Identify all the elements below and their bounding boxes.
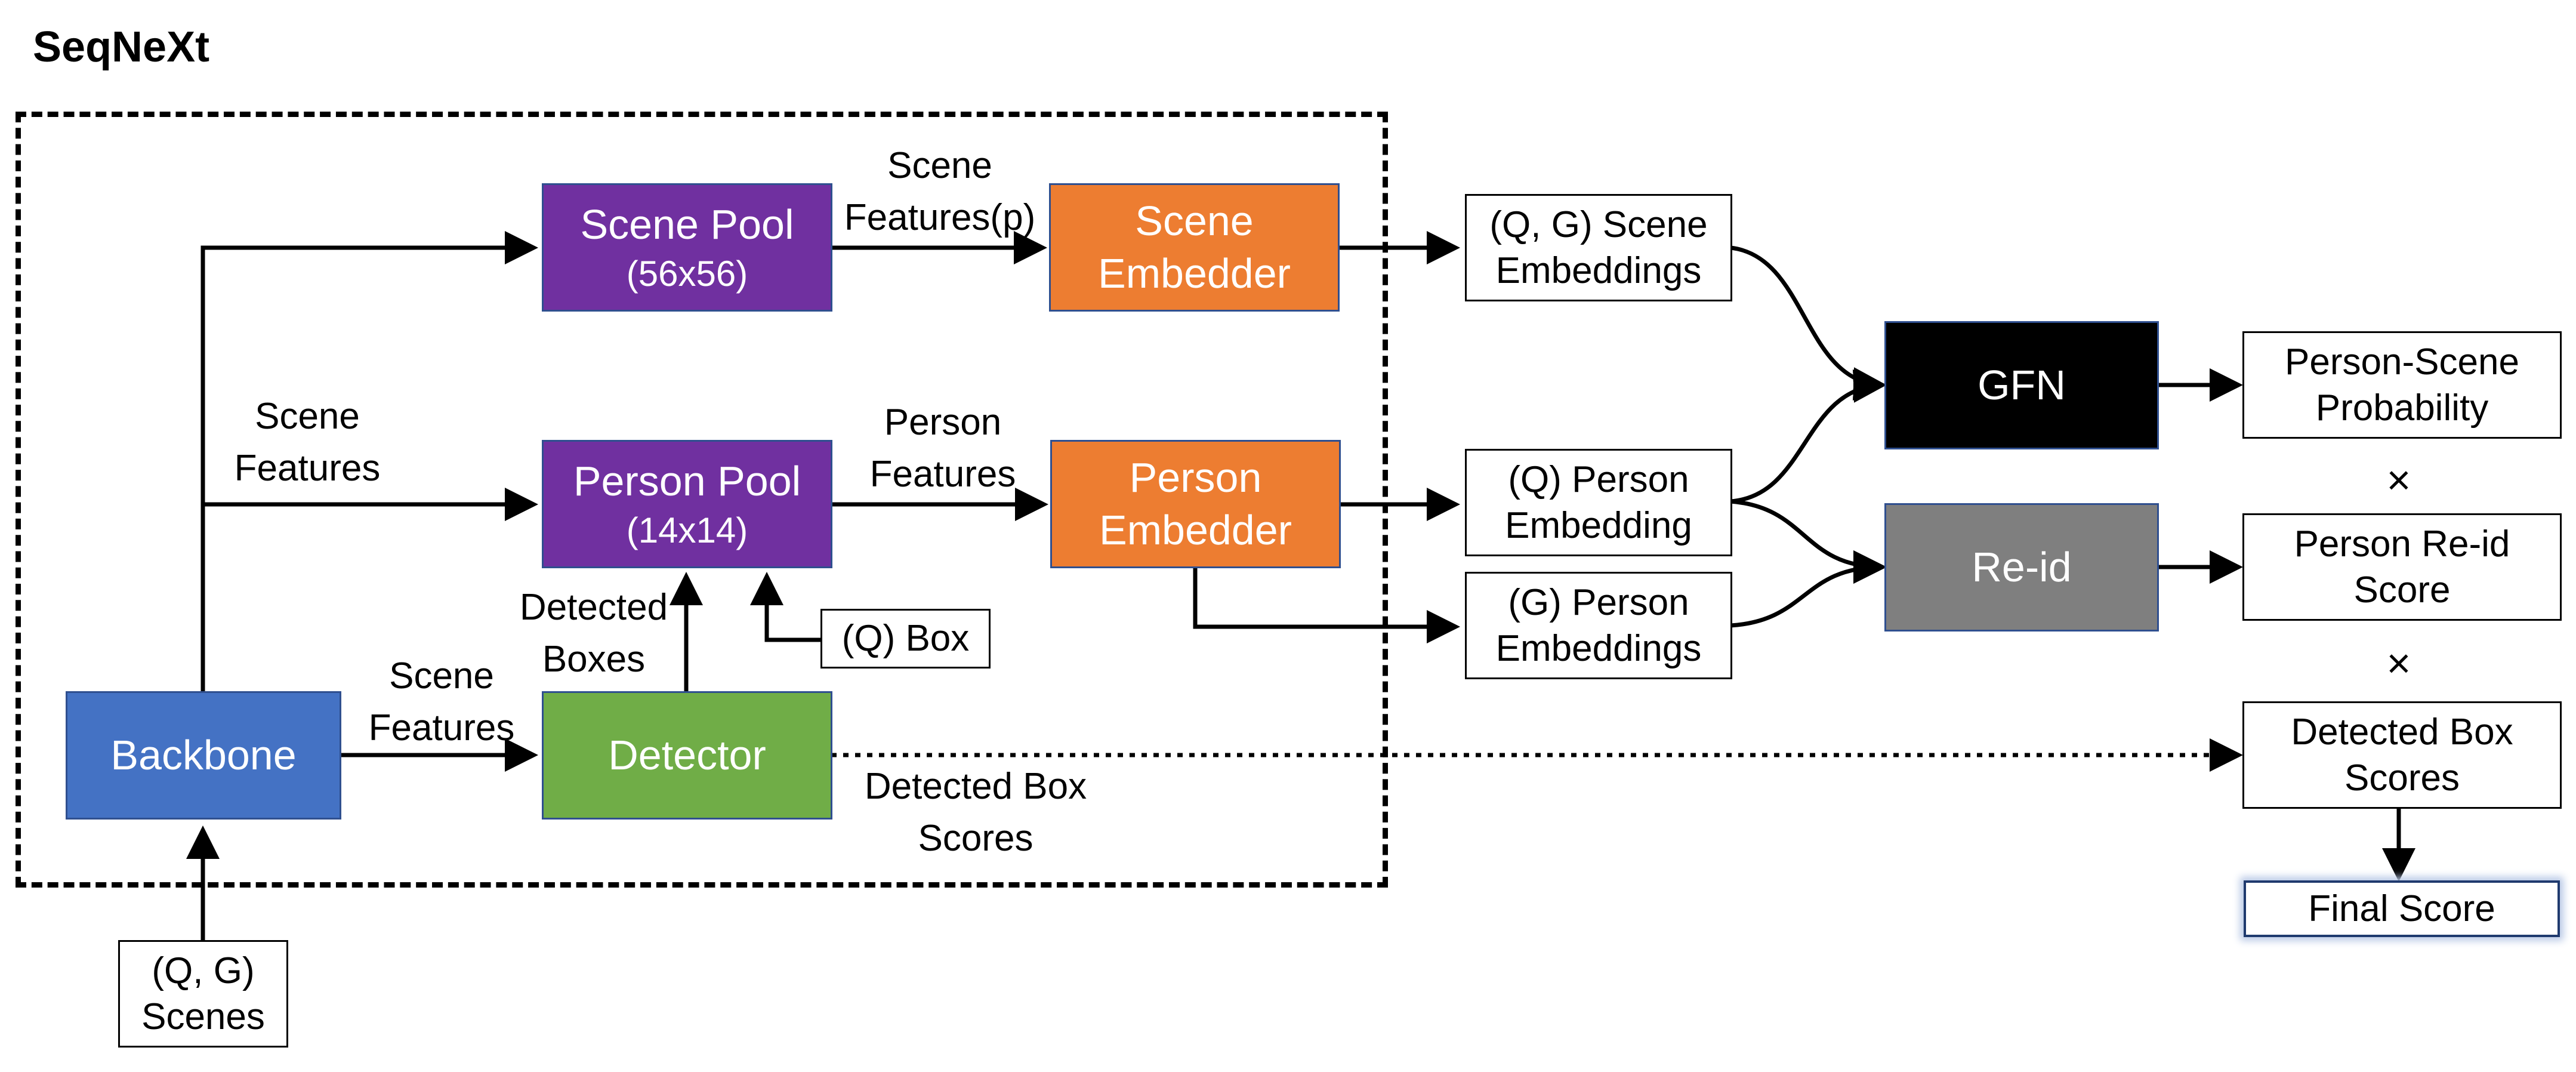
detector-label: Detector (608, 731, 766, 778)
label-detected-box-scores-line2: Scores (918, 817, 1034, 859)
label-detected-box-scores-line1: Detected Box (864, 766, 1087, 807)
g-person-embeddings-line2: Embeddings (1495, 628, 1702, 669)
multiply-sign-2: × (2386, 640, 2411, 686)
person-reid-score-line1: Person Re-id (2294, 523, 2510, 565)
final-score-label: Final Score (2308, 888, 2495, 929)
curve-q-to-reid (1730, 499, 1887, 584)
q-person-embedding-line2: Embedding (1505, 505, 1692, 546)
person-reid-score-line2: Score (2353, 569, 2451, 611)
label-scene-features-left: Scene Features (218, 391, 397, 495)
scene-pool-title: Scene Pool (580, 201, 794, 248)
label-scene-features-bottom-line2: Features (368, 707, 515, 748)
detector-block: Detector (542, 691, 832, 820)
qg-scenes-line2: Scenes (141, 996, 265, 1037)
label-detected-box-scores: Detected Box Scores (835, 761, 1116, 865)
person-scene-probability-line2: Probability (2315, 387, 2489, 429)
qg-scene-embeddings-line1: (Q, G) Scene (1489, 204, 1708, 245)
arrow-person-embedder-to-g-embeddings (1193, 567, 1460, 643)
qg-scenes-input: (Q, G) Scenes (118, 940, 288, 1048)
label-person-features-line2: Features (869, 453, 1016, 495)
curve-q-to-gfn (1730, 369, 1887, 504)
person-scene-probability-line1: Person-Scene (2285, 341, 2519, 383)
scene-pool-size: (56x56) (626, 253, 748, 294)
person-embedder-line1: Person (1129, 454, 1262, 501)
label-scene-features-p: Scene Features(p) (835, 140, 1044, 244)
q-person-embedding-line1: (Q) Person (1508, 458, 1689, 500)
arrow-backbone-to-scene-pool (200, 231, 538, 692)
qg-scene-embeddings-box: (Q, G) Scene Embeddings (1465, 194, 1732, 301)
arrow-qbox-to-person-pool (750, 572, 820, 642)
label-person-features-line1: Person (884, 402, 1002, 443)
label-detected-boxes-line1: Detected (519, 587, 668, 628)
seqnext-boundary (16, 112, 1388, 888)
gfn-label: GFN (1977, 361, 2066, 408)
g-person-embeddings-line1: (G) Person (1508, 581, 1689, 623)
person-embedder-block: Person Embedder (1050, 440, 1341, 568)
person-pool-title: Person Pool (573, 458, 801, 505)
backbone-label: Backbone (110, 731, 297, 778)
backbone-block: Backbone (66, 691, 341, 820)
curve-g-to-reid (1730, 550, 1887, 628)
person-scene-probability-box: Person-Scene Probability (2242, 331, 2562, 439)
label-scene-features-left-line1: Scene (255, 396, 360, 437)
detected-box-scores-out-line2: Scores (2344, 757, 2460, 799)
label-detected-boxes-line2: Boxes (542, 638, 646, 680)
person-reid-score-box: Person Re-id Score (2242, 513, 2562, 621)
label-detected-boxes: Detected Boxes (501, 582, 686, 686)
qg-scene-embeddings-line2: Embeddings (1495, 250, 1702, 291)
label-scene-features-p-line1: Scene (887, 145, 992, 186)
scene-embedder-block: Scene Embedder (1049, 183, 1340, 312)
label-scene-features-left-line2: Features (234, 447, 381, 489)
person-pool-block: Person Pool (14x14) (542, 440, 832, 568)
label-scene-features-bottom: Scene Features (352, 651, 531, 754)
reid-block: Re-id (1884, 503, 2159, 632)
scene-pool-block: Scene Pool (56x56) (542, 183, 832, 312)
label-person-features: Person Features (847, 397, 1038, 501)
detected-box-scores-box: Detected Box Scores (2242, 701, 2562, 809)
q-person-embedding-box: (Q) Person Embedding (1465, 449, 1732, 556)
gfn-block: GFN (1884, 321, 2159, 449)
label-scene-features-bottom-line1: Scene (389, 655, 494, 697)
q-box-label: (Q) Box (841, 618, 970, 660)
q-box-input: (Q) Box (820, 609, 991, 669)
multiply-sign-1: × (2386, 457, 2411, 503)
scene-embedder-line1: Scene (1135, 198, 1254, 244)
g-person-embeddings-box: (G) Person Embeddings (1465, 572, 1732, 679)
label-scene-features-p-line2: Features(p) (844, 196, 1036, 238)
person-pool-size: (14x14) (626, 510, 748, 550)
person-embedder-line2: Embedder (1099, 506, 1292, 553)
diagram-title: SeqNeXt (33, 23, 210, 71)
curve-scene-to-gfn (1730, 245, 1887, 401)
detected-box-scores-out-line1: Detected Box (2291, 711, 2513, 753)
scene-embedder-line2: Embedder (1098, 249, 1291, 297)
reid-label: Re-id (1972, 543, 2072, 590)
final-score-box: Final Score (2244, 880, 2560, 937)
qg-scenes-line1: (Q, G) (152, 950, 255, 991)
